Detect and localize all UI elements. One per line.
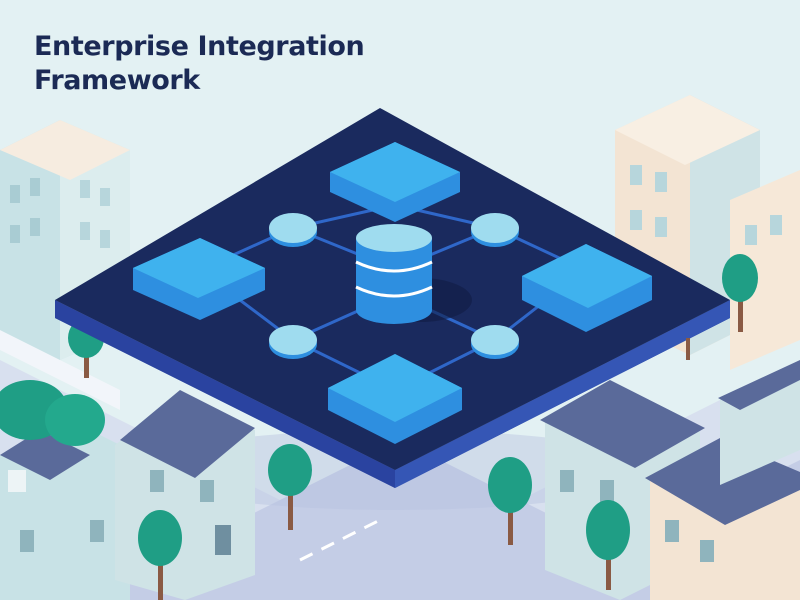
tree-right-back <box>722 254 758 332</box>
house-right-side <box>718 360 800 485</box>
tree-left-front <box>0 380 105 446</box>
hub-top-left <box>269 213 317 247</box>
title-line-2: Framework <box>34 65 200 96</box>
title-line-1: Enterprise Integration <box>34 31 365 62</box>
tree-center-left <box>268 444 312 530</box>
house-left-front <box>0 420 130 600</box>
page-title: Enterprise Integration Framework <box>34 30 365 98</box>
tree-bottom-left <box>138 510 182 600</box>
tree-right-front <box>586 500 630 590</box>
hub-bottom-right <box>471 325 519 359</box>
database-cylinder-icon <box>355 224 472 324</box>
block-bottom <box>328 354 462 444</box>
tree-right-mid <box>686 338 690 360</box>
tree-center-right <box>488 457 532 545</box>
block-top <box>330 142 460 222</box>
hub-top-right <box>471 213 519 247</box>
hub-bottom-left <box>269 325 317 359</box>
block-right <box>522 244 652 332</box>
block-left <box>133 238 265 320</box>
